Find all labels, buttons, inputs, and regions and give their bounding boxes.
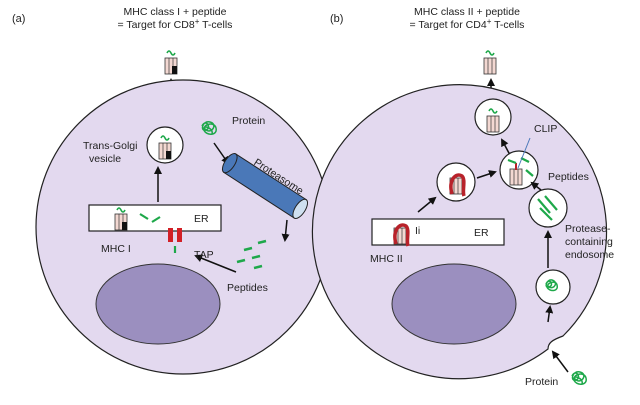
panel-b-header-line1: MHC class II + peptide: [414, 6, 520, 18]
arrow-peptides-to-tap: [194, 254, 237, 273]
panel-a-header-line1: MHC class I + peptide: [123, 6, 226, 18]
er-a: [88, 204, 222, 232]
nucleus-a: [95, 263, 221, 345]
mhc-i-label: MHC I: [101, 243, 131, 255]
arrow-b-pit-to-early: [545, 305, 554, 323]
arrow-b-peptide-loaded-to-exit: [501, 138, 511, 156]
panel-a-letter: (a): [12, 13, 25, 25]
loading-mhc-ii-icon: [509, 163, 523, 186]
er-a-label: ER: [194, 213, 209, 225]
proteasome-icon: [221, 153, 309, 219]
protease-endosome: [528, 188, 568, 228]
clip-label: CLIP: [534, 123, 557, 135]
panel-b-letter: (b): [330, 13, 343, 25]
panel-a: (a) MHC class I + peptide = Target for C…: [12, 6, 331, 375]
arrow-b-protein-in: [551, 350, 569, 373]
tap-icon: [168, 228, 182, 253]
trans-golgi-label-2: vesicle: [89, 153, 121, 165]
tap-label: TAP: [194, 249, 214, 261]
er-mhc-ii-icon: [393, 223, 410, 247]
surface-mhc-ii-icon: [483, 50, 497, 75]
protein-a-icon: [201, 121, 217, 135]
peptides-a-label: Peptides: [227, 282, 268, 294]
endosome-label-1: Protease-: [565, 223, 611, 235]
cytosol-peptides-icon: [236, 239, 267, 270]
protein-b-icon: [571, 371, 587, 385]
trans-golgi-label-1: Trans-Golgi: [83, 140, 137, 152]
arrow-b-endosome-to-loading: [530, 181, 542, 191]
loading-peptides-icon: [507, 157, 534, 177]
protein-b-label: Protein: [525, 376, 558, 388]
panel-b-header-line2: = Target for CD4+ T-cells: [410, 17, 525, 31]
peptides-b-label: Peptides: [548, 171, 589, 183]
panel-b: (b) MHC class II + peptide = Target for …: [311, 6, 614, 388]
clip-pointer: [517, 137, 531, 169]
endosome-label-2: containing: [565, 236, 613, 248]
nucleus-b: [391, 263, 517, 345]
arrow-b-ii-vesicle-to-loading: [476, 170, 497, 179]
early-endosome-protein-icon: [545, 279, 558, 292]
surface-mhc-i-icon: [164, 50, 178, 75]
ii-label: Ii: [415, 225, 420, 237]
endosome-label-3: endosome: [565, 249, 614, 261]
panel-a-header-line2: = Target for CD8+ T-cells: [118, 17, 233, 31]
ii-vesicle-mhc-ii-icon: [449, 173, 466, 197]
endosome-peptides-icon: [537, 195, 558, 221]
arrow-b-er-to-vesicle: [417, 196, 437, 213]
mhc-ii-label: MHC II: [370, 253, 403, 265]
protein-a-label: Protein: [232, 115, 265, 127]
arrow-proteasome-to-peptides: [281, 219, 290, 242]
er-peptides-icon: [139, 213, 161, 223]
er-b-label: ER: [474, 227, 489, 239]
